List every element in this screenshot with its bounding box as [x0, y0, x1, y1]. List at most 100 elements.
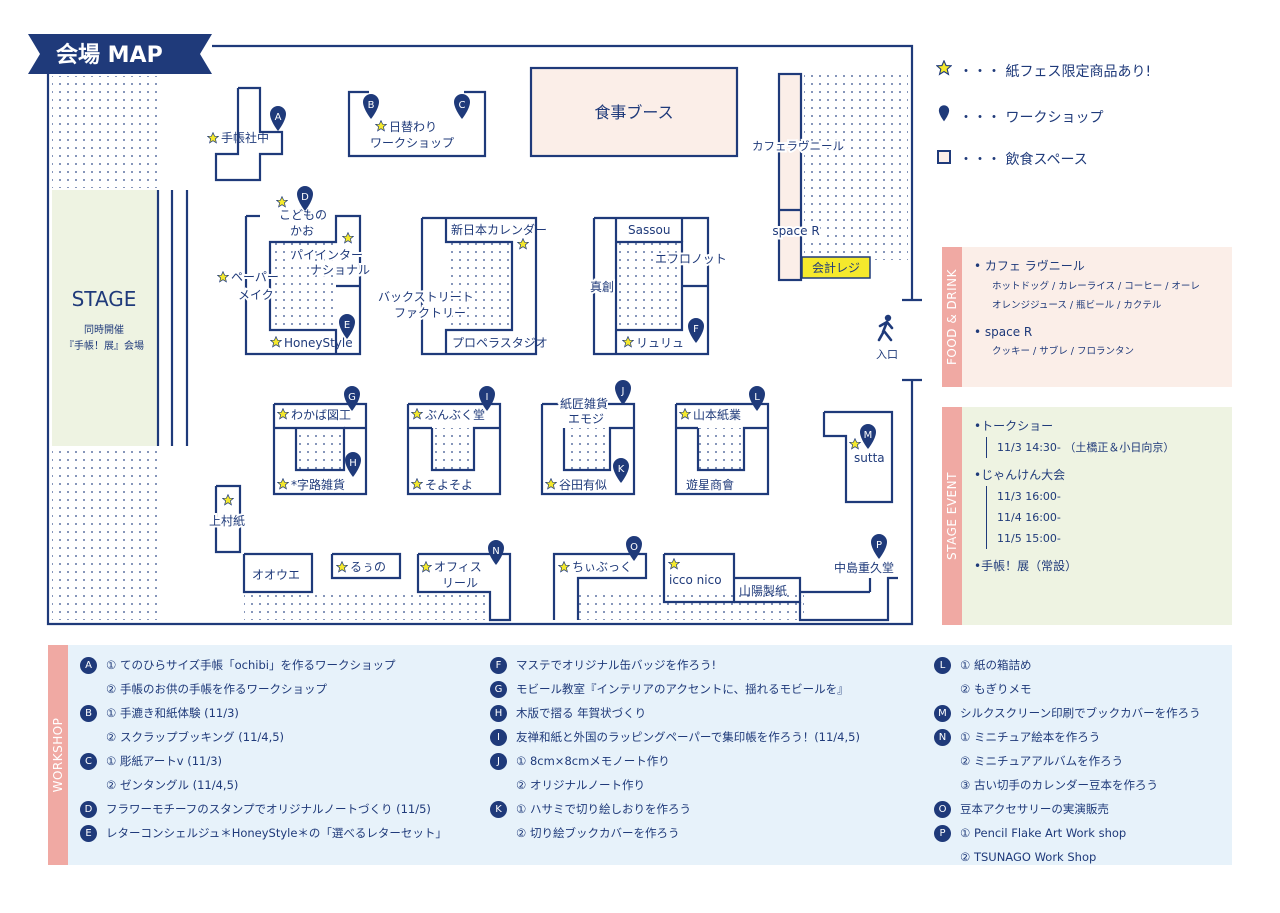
booth-soyo: そよそよ	[425, 478, 473, 492]
page-title: 会場 MAP	[56, 42, 163, 68]
map-pin-icon: B	[80, 705, 97, 722]
food-drink-panel: FOOD & DRINK • カフェ ラヴニール ホットドッグ / カレーライス…	[942, 247, 1232, 387]
workshop-item: C ① 彫紙アートv (11/3)	[80, 749, 447, 773]
workshop-item-text: ② ミニチュアアルバムを作ろう	[960, 754, 1124, 768]
booth-sutta: sutta	[854, 451, 885, 465]
booth-sassou: Sassou	[628, 223, 670, 237]
workshop-item-text: ① 手漉き和紙体験 (11/3)	[106, 706, 239, 720]
workshop-item: ③ 古い切手のカレンダー豆本を作ろう	[934, 773, 1201, 797]
workshop-item-text: ② ゼンタングル (11/4,5)	[106, 778, 239, 792]
map-label: L	[754, 392, 760, 403]
cafe-items: ホットドッグ / カレーライス / コーヒー / オーレオレンジジュース / 瓶…	[992, 281, 1200, 311]
workshop-item-text: ① Pencil Flake Art Work shop	[960, 826, 1127, 840]
star-icon	[411, 408, 423, 420]
star-icon	[517, 238, 529, 250]
workshop-tab: WORKSHOP	[48, 645, 68, 865]
entrance-label: 入口	[876, 348, 898, 361]
booth-bunbuku: ぶんぶく堂	[425, 408, 485, 422]
map-label: C	[459, 100, 466, 111]
cafe-title: • カフェ ラヴニール	[974, 259, 1085, 273]
space-r-title: • space R	[974, 325, 1033, 339]
register	[801, 256, 871, 279]
booth-shinso: 真創	[590, 280, 614, 294]
star-icon	[222, 494, 234, 506]
workshop-item: ② もぎりメモ	[934, 677, 1201, 701]
workshop-item: ② ミニチュアアルバムを作ろう	[934, 749, 1201, 773]
cafe-area	[777, 72, 803, 282]
booth-propeller: プロペラスタジオ	[452, 336, 548, 350]
star-icon	[277, 478, 289, 490]
legend-square: ・・・ 飲食スペース	[935, 149, 1088, 169]
workshop-item-text: シルクスクリーン印刷でブックカバーを作ろう	[960, 706, 1201, 720]
workshop-item-text: マステでオリジナル缶バッジを作ろう!	[516, 658, 717, 672]
booth-office: オフィス	[434, 560, 482, 574]
booth-backstreet: ファクトリー	[394, 306, 466, 320]
workshop-pins: A B C D E F G H I J K L M N O P	[270, 94, 887, 565]
janken-title: •じゃんけん大会	[974, 468, 1066, 482]
stage-sub: 『手帳！展』会場	[64, 339, 144, 352]
workshop-item-text: フラワーモチーフのスタンプでオリジナルノートづくり (11/5)	[106, 802, 431, 816]
booth-jiro: *字路雑貨	[291, 477, 345, 492]
star-icon	[668, 558, 680, 570]
map-label: B	[368, 100, 375, 111]
star-icon	[679, 408, 691, 420]
workshop-item-text: ② スクラップブッキング (11/4,5)	[106, 730, 285, 744]
star-icon	[411, 478, 423, 490]
legend-pin: ・・・ ワークショップ	[935, 104, 1103, 127]
booth-oou: オオウエ	[252, 568, 300, 582]
workshop-item-text: ① 彫紙アートv (11/3)	[106, 754, 223, 768]
booth-kamisho: 紙匠雑貨	[560, 396, 608, 411]
map-label: H	[349, 458, 357, 469]
space-r-label: space R	[772, 224, 819, 238]
map-pin-icon: C	[80, 753, 97, 770]
map-label: J	[621, 386, 625, 397]
star-icon	[342, 232, 354, 244]
booth-painter: パイインター	[291, 248, 363, 262]
food-booth-label: 食事ブース	[594, 103, 673, 122]
workshop-item: ② 切り絵ブックカバーを作ろう	[490, 821, 860, 845]
stage-label: STAGE	[72, 287, 137, 311]
dotted-zone	[804, 74, 908, 260]
booth-wakaba: わかば図工	[291, 408, 351, 422]
map-label: I	[486, 392, 489, 403]
star-icon	[336, 561, 348, 573]
workshop-item-text: 豆本アクセサリーの実演販売	[960, 802, 1109, 816]
booth-efro: エフロノット	[655, 252, 727, 266]
booth-office: リール	[442, 576, 478, 590]
stage-event-panel: STAGE EVENT •トークショー 11/3 14:30- （土橋正＆小日向…	[942, 407, 1232, 625]
workshop-item: B ① 手漉き和紙体験 (11/3)	[80, 701, 447, 725]
booth-icco: icco nico	[669, 573, 722, 587]
dotted-zone	[578, 590, 804, 620]
workshop-item-text: ① ハサミで切り絵しおりを作ろう	[516, 802, 691, 816]
dotted-zone	[52, 76, 158, 188]
map-pin-icon: P	[934, 825, 951, 842]
walking-person-icon	[877, 314, 894, 342]
food-drink-tab: FOOD & DRINK	[942, 247, 962, 387]
map-label: E	[344, 320, 350, 331]
workshop-item-text: ③ 古い切手のカレンダー豆本を作ろう	[960, 778, 1158, 792]
star-icon	[420, 561, 432, 573]
booth-paper: ペーパー	[231, 270, 279, 284]
stage-area	[52, 190, 158, 446]
title-banner: 会場 MAP	[28, 34, 212, 74]
space-r-items: クッキー / サブレ / フロランタン	[992, 346, 1134, 357]
booth-kamisho: エモジ	[568, 412, 604, 426]
map-label: A	[275, 112, 282, 123]
map-label: N	[492, 546, 499, 557]
workshop-item: ② スクラップブッキング (11/4,5)	[80, 725, 447, 749]
booth-yamamoto: 山本紙業	[693, 407, 741, 422]
booth-uemura: 上村紙	[209, 513, 245, 528]
booth-backstreet: バックストリート	[378, 290, 474, 304]
map-label: M	[864, 430, 873, 441]
workshop-item: P ① Pencil Flake Art Work shop	[934, 821, 1201, 845]
janken-schedule: 11/3 16:00-11/4 16:00-11/5 15:00-	[986, 486, 1226, 549]
map-label: F	[693, 324, 699, 335]
booth-techosha: 手帳社中	[221, 130, 269, 145]
